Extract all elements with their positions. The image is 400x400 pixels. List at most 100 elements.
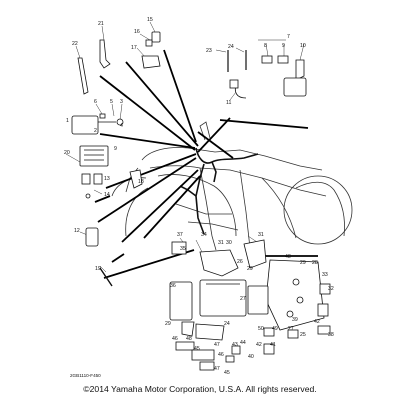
callout-45: 45 [194,346,200,352]
fuse-42 [231,345,241,355]
callout-48: 48 [186,336,192,342]
relay-9 [277,55,289,64]
callout-41: 41 [270,342,276,348]
callout-29: 29 [247,266,253,272]
callout-30: 30 [226,240,232,246]
relay-47 [199,361,215,371]
leader-lines [94,49,318,279]
callout-47-lower: 47 [214,366,220,372]
callout-9: 9 [282,43,285,49]
holder-41 [175,341,195,351]
connector-15 [151,31,161,43]
callout-49: 49 [272,326,278,332]
callout-15: 15 [147,17,153,23]
callout-8: 8 [264,43,267,49]
callout-35: 35 [180,246,186,252]
callout-7: 7 [287,34,290,40]
connector-50 [263,327,275,337]
callout-22: 22 [72,41,78,47]
callout-19: 19 [95,266,101,272]
callout-46-lower: 46 [218,352,224,358]
screw-14 [85,193,91,199]
motorcycle-frame-outline [111,121,353,251]
callout-25: 25 [300,332,306,338]
callout-20: 20 [64,150,70,156]
callout-12: 12 [74,228,80,234]
bracket-10 [295,59,305,81]
callout-24-lower: 24 [224,321,230,327]
connector-34 [287,329,299,339]
callout-31: 31 [258,232,264,238]
callout-38: 38 [328,332,334,338]
callout-42: 42 [314,319,320,325]
washer-4 [116,118,124,126]
callout-39: 39 [292,317,298,323]
wire-harness [179,147,259,235]
callout-37: 37 [177,232,183,238]
callout-31-top: 31 [218,240,224,246]
callout-50: 50 [258,326,264,332]
plate-39 [195,323,225,341]
starter-relay [199,249,239,277]
callout-43: 43 [232,342,238,348]
copyright-notice: ©2014 Yamaha Motor Corporation, U.S.A. A… [83,384,317,394]
drawing-code: 2GB1110-F450 [70,373,101,378]
callout-34: 34 [201,232,207,238]
coupler-14 [81,173,91,185]
battery-case [199,279,247,317]
battery-cover-36 [169,281,193,321]
connector-16 [145,39,153,47]
callout-13: 13 [104,176,110,182]
callout-16: 16 [134,29,140,35]
fuse-holder-12 [85,227,99,247]
callout-29-left: 29 [165,321,171,327]
callout-47: 47 [214,342,220,348]
ecu-bracket-30 [243,239,267,269]
callout-46: 46 [172,336,178,342]
callout-45-lower: 45 [224,370,230,376]
callout-11: 11 [226,100,231,106]
connector-33 [317,303,329,317]
callout-32: 32 [328,286,334,292]
callout-17: 17 [131,45,137,51]
callout-6: 6 [94,99,97,105]
relay-46 [191,349,215,361]
callout-36: 36 [170,283,176,289]
callout-29-top: 29 [300,260,306,266]
component-drawings [71,31,331,371]
sensor-11 [229,79,239,89]
holder-48 [263,343,275,355]
band-38 [317,325,331,335]
bolt-5 [99,113,106,119]
callout-1: 1 [66,118,69,124]
bolt-19 [99,267,113,287]
rod-22 [77,57,89,95]
clip-40 [181,321,195,337]
callout-27-lower: 27 [288,326,294,332]
callout-9-lower: 9 [114,146,117,152]
harness-18 [129,169,143,189]
callout-4: 4 [120,123,123,129]
callout-40: 40 [248,354,254,360]
part-number-labels: 21 22 15 16 17 23 24 7 8 9 10 11 6 5 3 4… [64,17,334,378]
callout-18: 18 [138,179,144,185]
rectifier-19 [79,145,109,167]
callout-28: 28 [312,260,318,266]
callout-33: 33 [322,272,328,278]
callout-2: 2 [94,128,97,134]
coupler-13 [93,173,103,185]
regulator-1 [71,115,99,135]
callout-26: 26 [237,259,243,265]
callout-24: 24 [228,44,234,50]
bracket-21 [99,39,111,69]
callout-42-lower: 42 [256,342,262,348]
fuse-43 [225,355,235,363]
callout-14: 14 [104,192,110,198]
callout-44: 44 [240,340,246,346]
callout-27: 27 [240,296,246,302]
callout-3: 3 [120,99,123,105]
callout-21: 21 [98,21,104,27]
callout-48-top: 48 [285,254,291,260]
battery-band-37 [171,241,187,255]
